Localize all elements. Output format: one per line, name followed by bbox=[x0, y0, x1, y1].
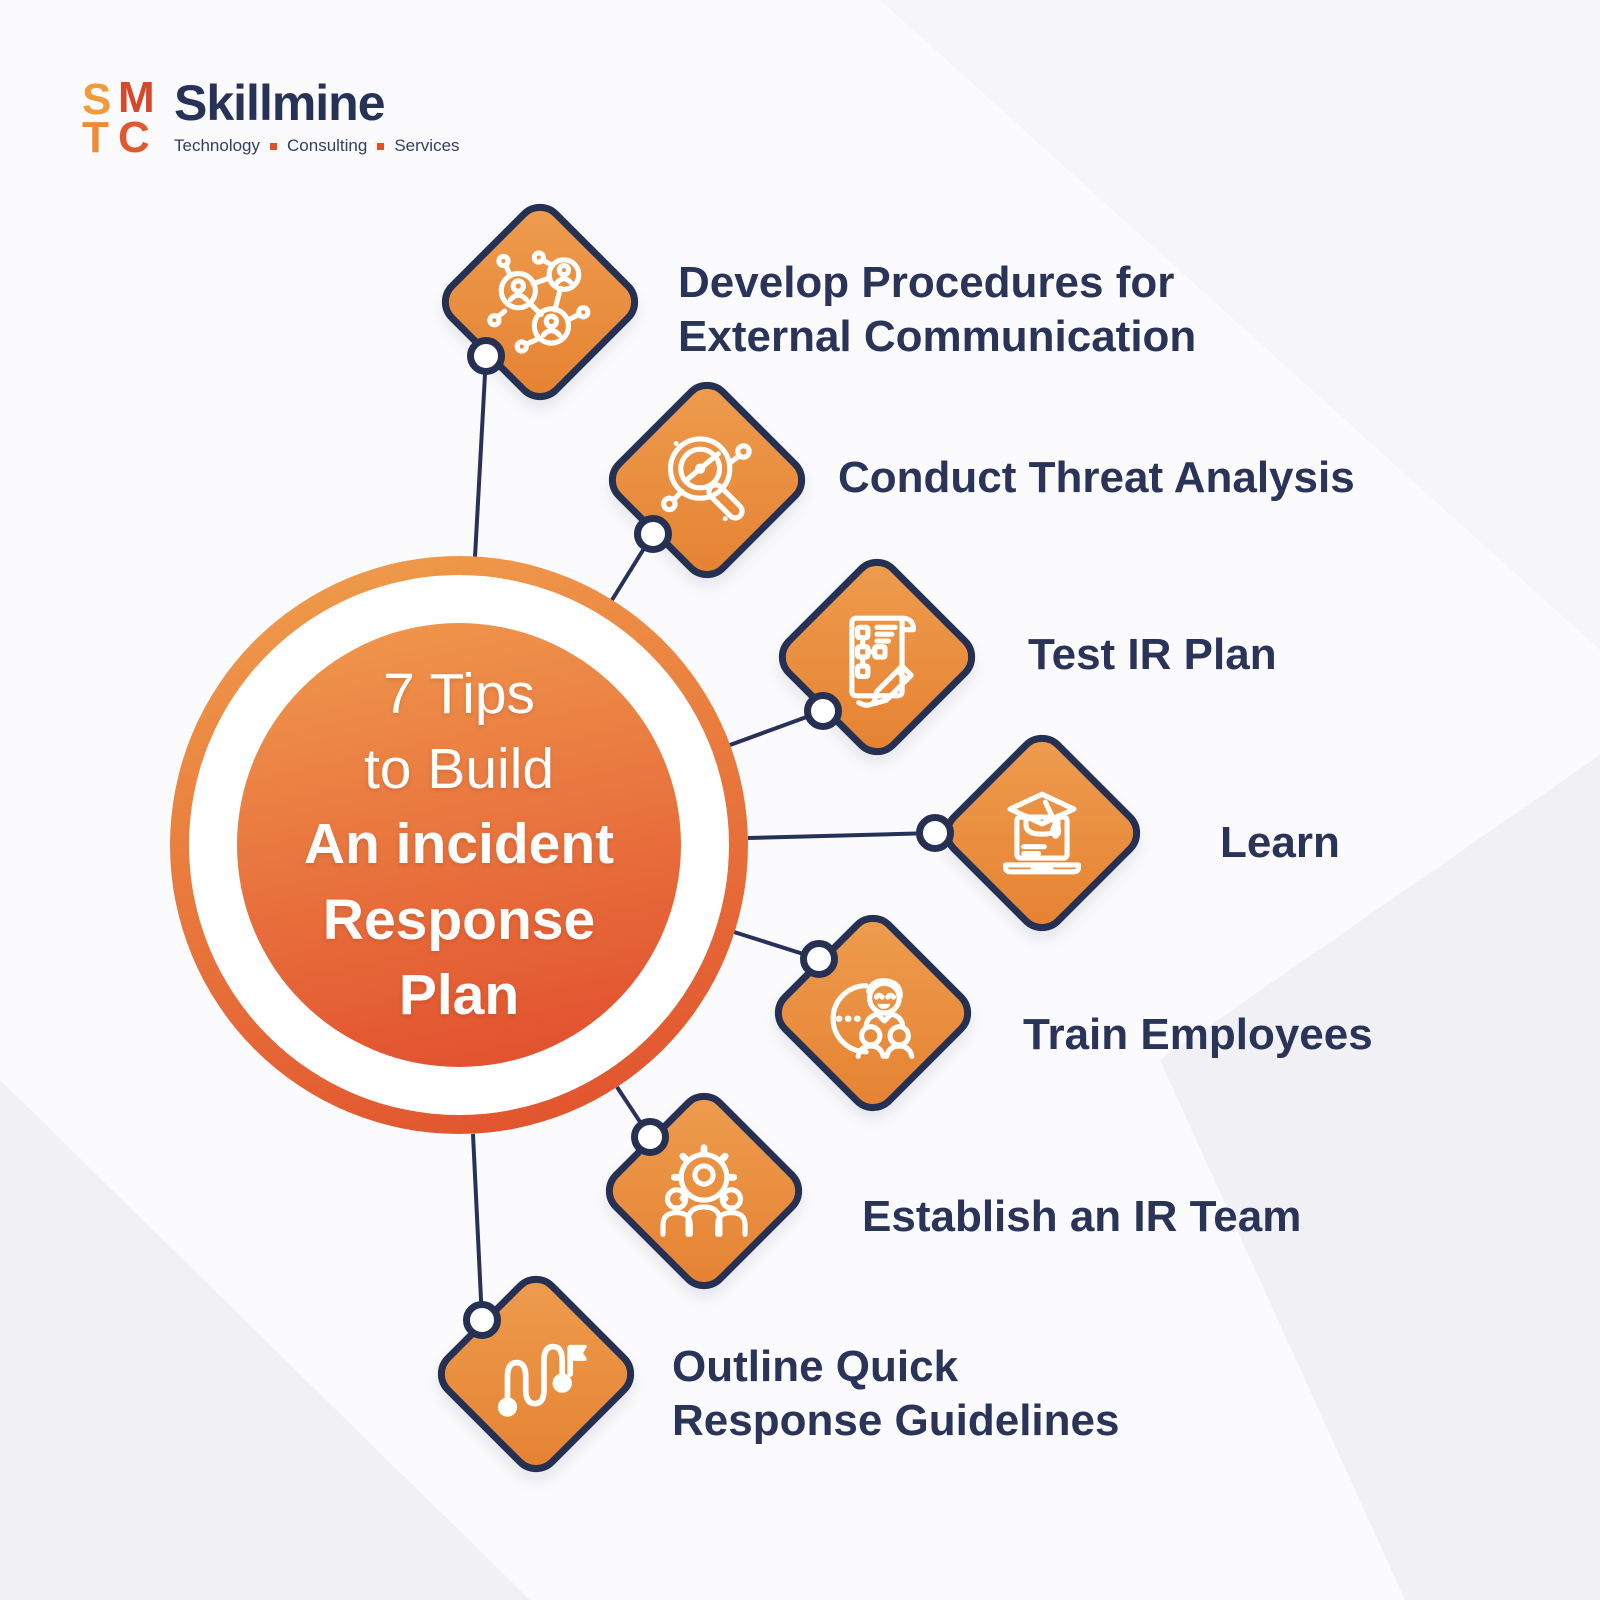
label-line: Response Guidelines bbox=[672, 1395, 1120, 1445]
connector-lines bbox=[471, 355, 936, 1321]
title-line: Plan bbox=[398, 962, 520, 1027]
threat-analysis-icon bbox=[661, 436, 752, 522]
node-tile-quick-response bbox=[427, 1265, 645, 1483]
connector-dot bbox=[804, 692, 842, 730]
label-line: Train Employees bbox=[1023, 1010, 1373, 1060]
document-pencil-icon bbox=[849, 615, 917, 708]
label-line: Outline Quick bbox=[672, 1342, 959, 1391]
monogram-letter: C bbox=[118, 113, 150, 162]
background-shape bbox=[0, 1080, 530, 1600]
tagline-item: Technology bbox=[174, 136, 261, 155]
node-label-train-employees: Train Employees bbox=[1023, 1008, 1373, 1062]
node-tile-train-employees bbox=[764, 904, 982, 1122]
node-tile-threat-analysis bbox=[598, 371, 816, 589]
label-line: External Communication bbox=[678, 311, 1197, 361]
node-label-quick-response: Outline Quick Response Guidelines bbox=[672, 1340, 1119, 1447]
square-bullet-icon bbox=[270, 142, 278, 150]
connector-dot bbox=[467, 337, 505, 375]
node-label-external-communication: Develop Procedures for External Communic… bbox=[678, 256, 1196, 363]
label-line: Learn bbox=[1220, 818, 1340, 868]
node-label-test-ir-plan: Test IR Plan bbox=[1028, 628, 1277, 682]
label-line: Conduct Threat Analysis bbox=[838, 453, 1355, 503]
title-line: to Build bbox=[363, 737, 555, 802]
label-line: Develop Procedures for bbox=[678, 258, 1175, 307]
connector-dot bbox=[916, 814, 954, 852]
node-tile-external-communication bbox=[431, 193, 649, 411]
connector-dot bbox=[800, 940, 838, 978]
brand-logo: S M T C Skillmine Technology Consulting … bbox=[82, 73, 460, 162]
label-line: Test IR Plan bbox=[1028, 630, 1277, 680]
node-tile-learn bbox=[933, 724, 1151, 942]
title-line: An incident bbox=[303, 812, 615, 877]
connector-dot bbox=[634, 515, 672, 553]
center-circle: 7 Tips to Build An incident Response Pla… bbox=[170, 556, 748, 1134]
center-circle-title: 7 Tips to Build An incident Response Pla… bbox=[237, 623, 681, 1067]
tagline-item: Services bbox=[394, 136, 460, 155]
network-people-icon bbox=[487, 250, 591, 354]
node-label-learn: Learn bbox=[1220, 816, 1340, 870]
node-label-threat-analysis: Conduct Threat Analysis bbox=[838, 451, 1355, 505]
background-shape bbox=[880, 0, 1600, 650]
background-shape bbox=[1160, 755, 1600, 1600]
monogram-letter: T bbox=[82, 113, 109, 162]
monogram-letter: S bbox=[82, 75, 111, 124]
label-line: Establish an IR Team bbox=[862, 1192, 1302, 1242]
title-line: 7 Tips bbox=[382, 661, 536, 726]
connector-dot bbox=[463, 1301, 501, 1339]
connector-dot bbox=[631, 1118, 669, 1156]
laptop-graduation-icon bbox=[1002, 791, 1082, 875]
brand-name: Skillmine bbox=[174, 75, 386, 131]
tagline-item: Consulting bbox=[287, 136, 368, 155]
node-tile-test-ir-plan bbox=[768, 548, 986, 766]
square-bullet-icon bbox=[377, 142, 385, 150]
node-label-ir-team: Establish an IR Team bbox=[862, 1190, 1301, 1244]
title-line: Response bbox=[322, 887, 596, 952]
brand-tagline: Technology Consulting Services bbox=[174, 136, 460, 156]
team-gear-icon bbox=[660, 1144, 748, 1237]
monogram-letter: M bbox=[118, 73, 155, 122]
node-tile-ir-team bbox=[595, 1082, 813, 1300]
brand-logo-icon: S M T C bbox=[82, 73, 160, 162]
trainer-employees-icon bbox=[830, 978, 915, 1059]
route-flag-icon bbox=[497, 1343, 587, 1417]
center-circle-ring: 7 Tips to Build An incident Response Pla… bbox=[189, 575, 729, 1115]
